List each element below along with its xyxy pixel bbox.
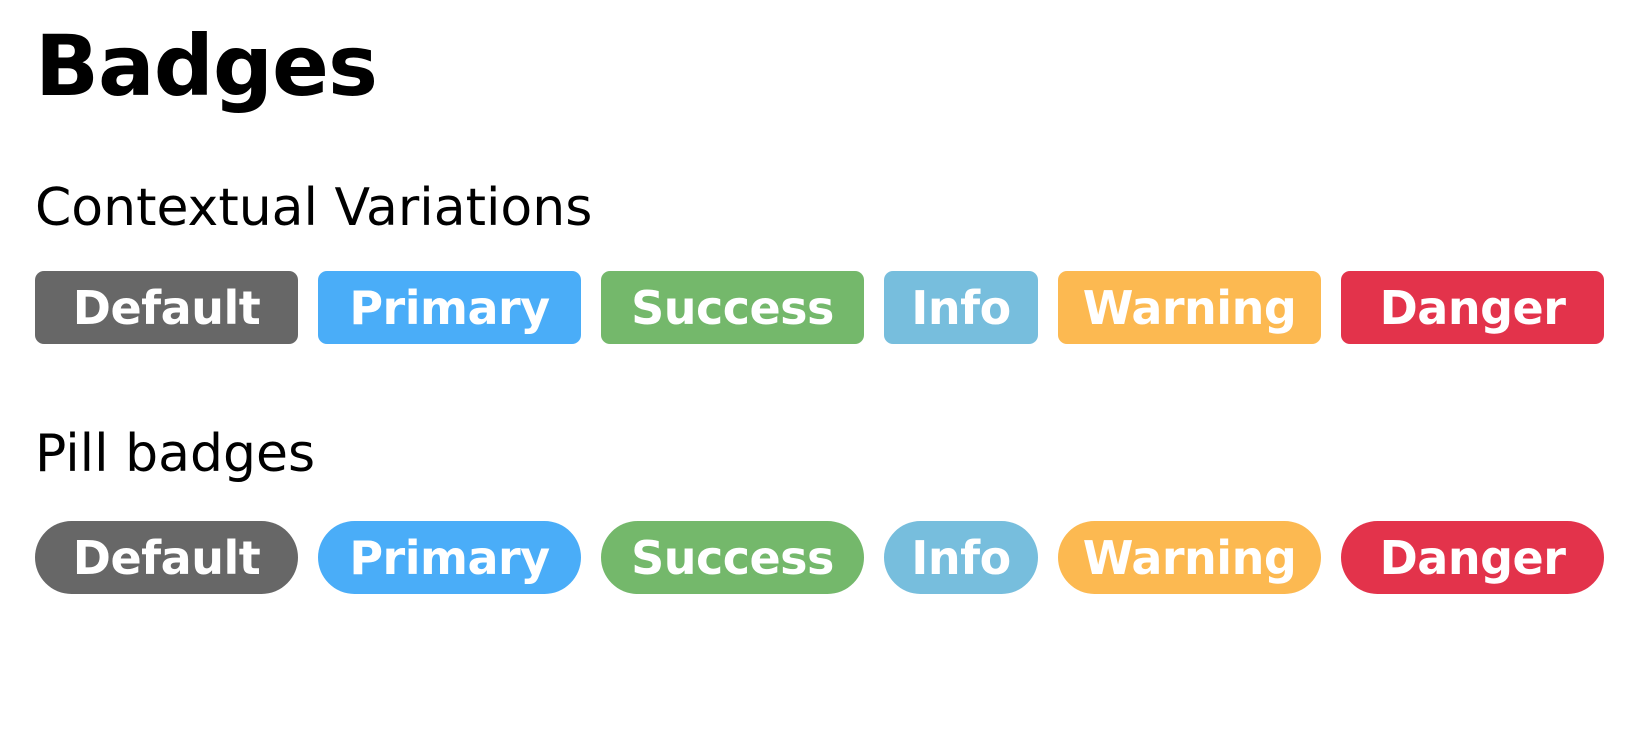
- section-title-contextual-variations: Contextual Variations: [35, 178, 593, 238]
- badge-info[interactable]: Info: [884, 271, 1038, 344]
- contextual-badge-row: Default Primary Success Info Warning Dan…: [35, 271, 1604, 344]
- pill-badge-info[interactable]: Info: [884, 521, 1038, 594]
- badge-primary[interactable]: Primary: [318, 271, 581, 344]
- pill-badge-primary[interactable]: Primary: [318, 521, 581, 594]
- badge-warning[interactable]: Warning: [1058, 271, 1321, 344]
- pill-badge-default[interactable]: Default: [35, 521, 298, 594]
- pill-badge-warning[interactable]: Warning: [1058, 521, 1321, 594]
- pill-badge-row: Default Primary Success Info Warning Dan…: [35, 521, 1604, 594]
- badge-success[interactable]: Success: [601, 271, 864, 344]
- pill-badge-success[interactable]: Success: [601, 521, 864, 594]
- page-title: Badges: [35, 17, 378, 115]
- pill-badge-danger[interactable]: Danger: [1341, 521, 1604, 594]
- badge-danger[interactable]: Danger: [1341, 271, 1604, 344]
- section-title-pill-badges: Pill badges: [35, 424, 316, 484]
- badge-default[interactable]: Default: [35, 271, 298, 344]
